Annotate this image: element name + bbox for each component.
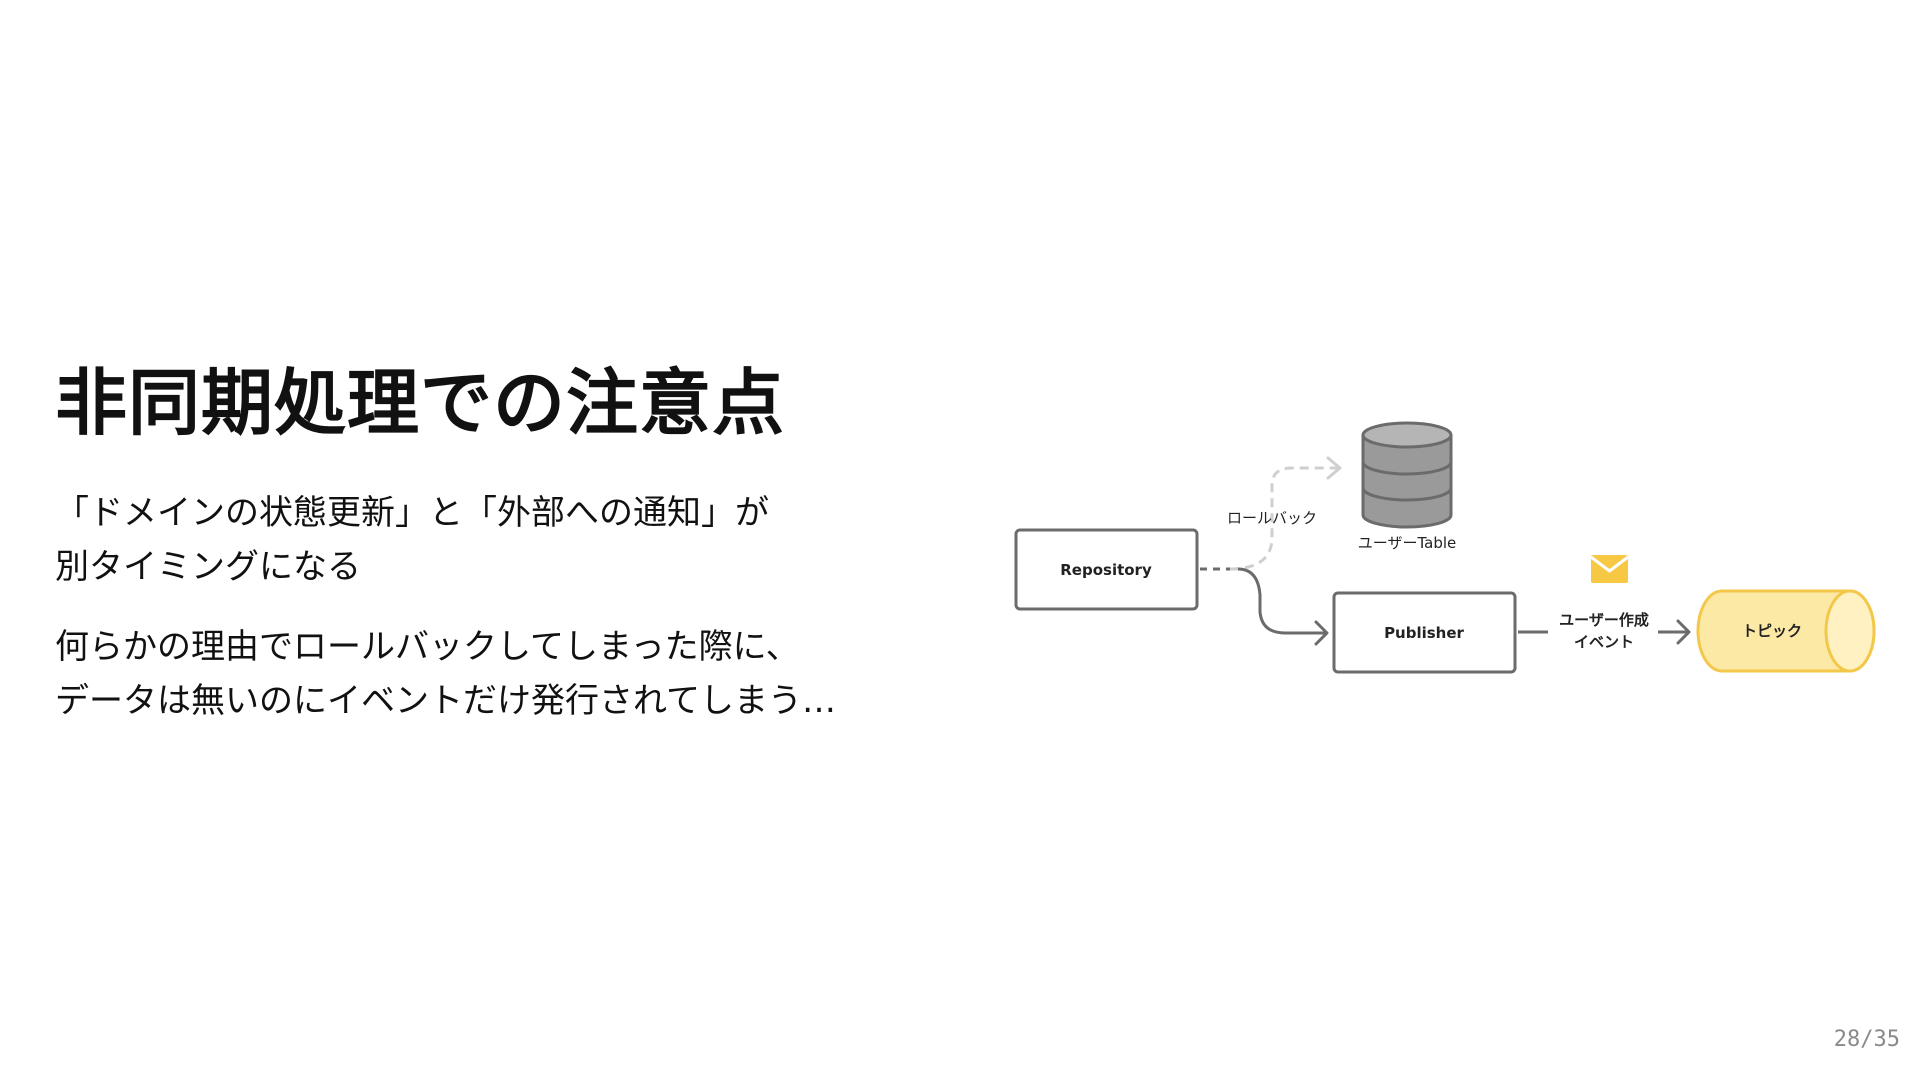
rollback-arrow (1229, 466, 1338, 571)
publish-arrowhead (1314, 620, 1329, 646)
mail-icon (1590, 555, 1629, 583)
paragraph-timing: 「ドメインの状態更新」と「外部への通知」が 別タイミングになる (55, 486, 769, 594)
event-label-line2: イベント (1574, 633, 1634, 651)
publisher-node: Publisher (1332, 591, 1517, 674)
repository-node: Repository (1014, 528, 1199, 611)
paragraph-rollback: 何らかの理由でロールバックしてしまった際に、 データは無いのにイベントだけ発行さ… (55, 620, 836, 728)
topic-label: トピック (1742, 622, 1802, 640)
rollback-arrowhead (1326, 456, 1342, 480)
event-arrowhead (1676, 619, 1691, 645)
async-flow-diagram: Repository ロールバック ユーザーTable Publisher (1014, 421, 1876, 674)
paragraph-line: 何らかの理由でロールバックしてしまった際に、 (55, 627, 800, 667)
publisher-label: Publisher (1384, 624, 1464, 642)
slide-title: 非同期処理での注意点 (55, 361, 786, 445)
paragraph-line: 別タイミングになる (55, 547, 361, 587)
table-label: ユーザーTable (1358, 534, 1457, 552)
database-icon (1361, 421, 1453, 529)
paragraph-line: データは無いのにイベントだけ発行されてしまう… (55, 681, 836, 721)
topic-node: トピック (1696, 589, 1876, 673)
event-label-line1: ユーザー作成 (1559, 611, 1649, 629)
page-number: 28/35 (1833, 1027, 1900, 1052)
paragraph-line: 「ドメインの状態更新」と「外部への通知」が (55, 493, 769, 533)
publish-arrow (1237, 567, 1326, 635)
rollback-label: ロールバック (1227, 509, 1317, 527)
repository-label: Repository (1060, 561, 1152, 579)
